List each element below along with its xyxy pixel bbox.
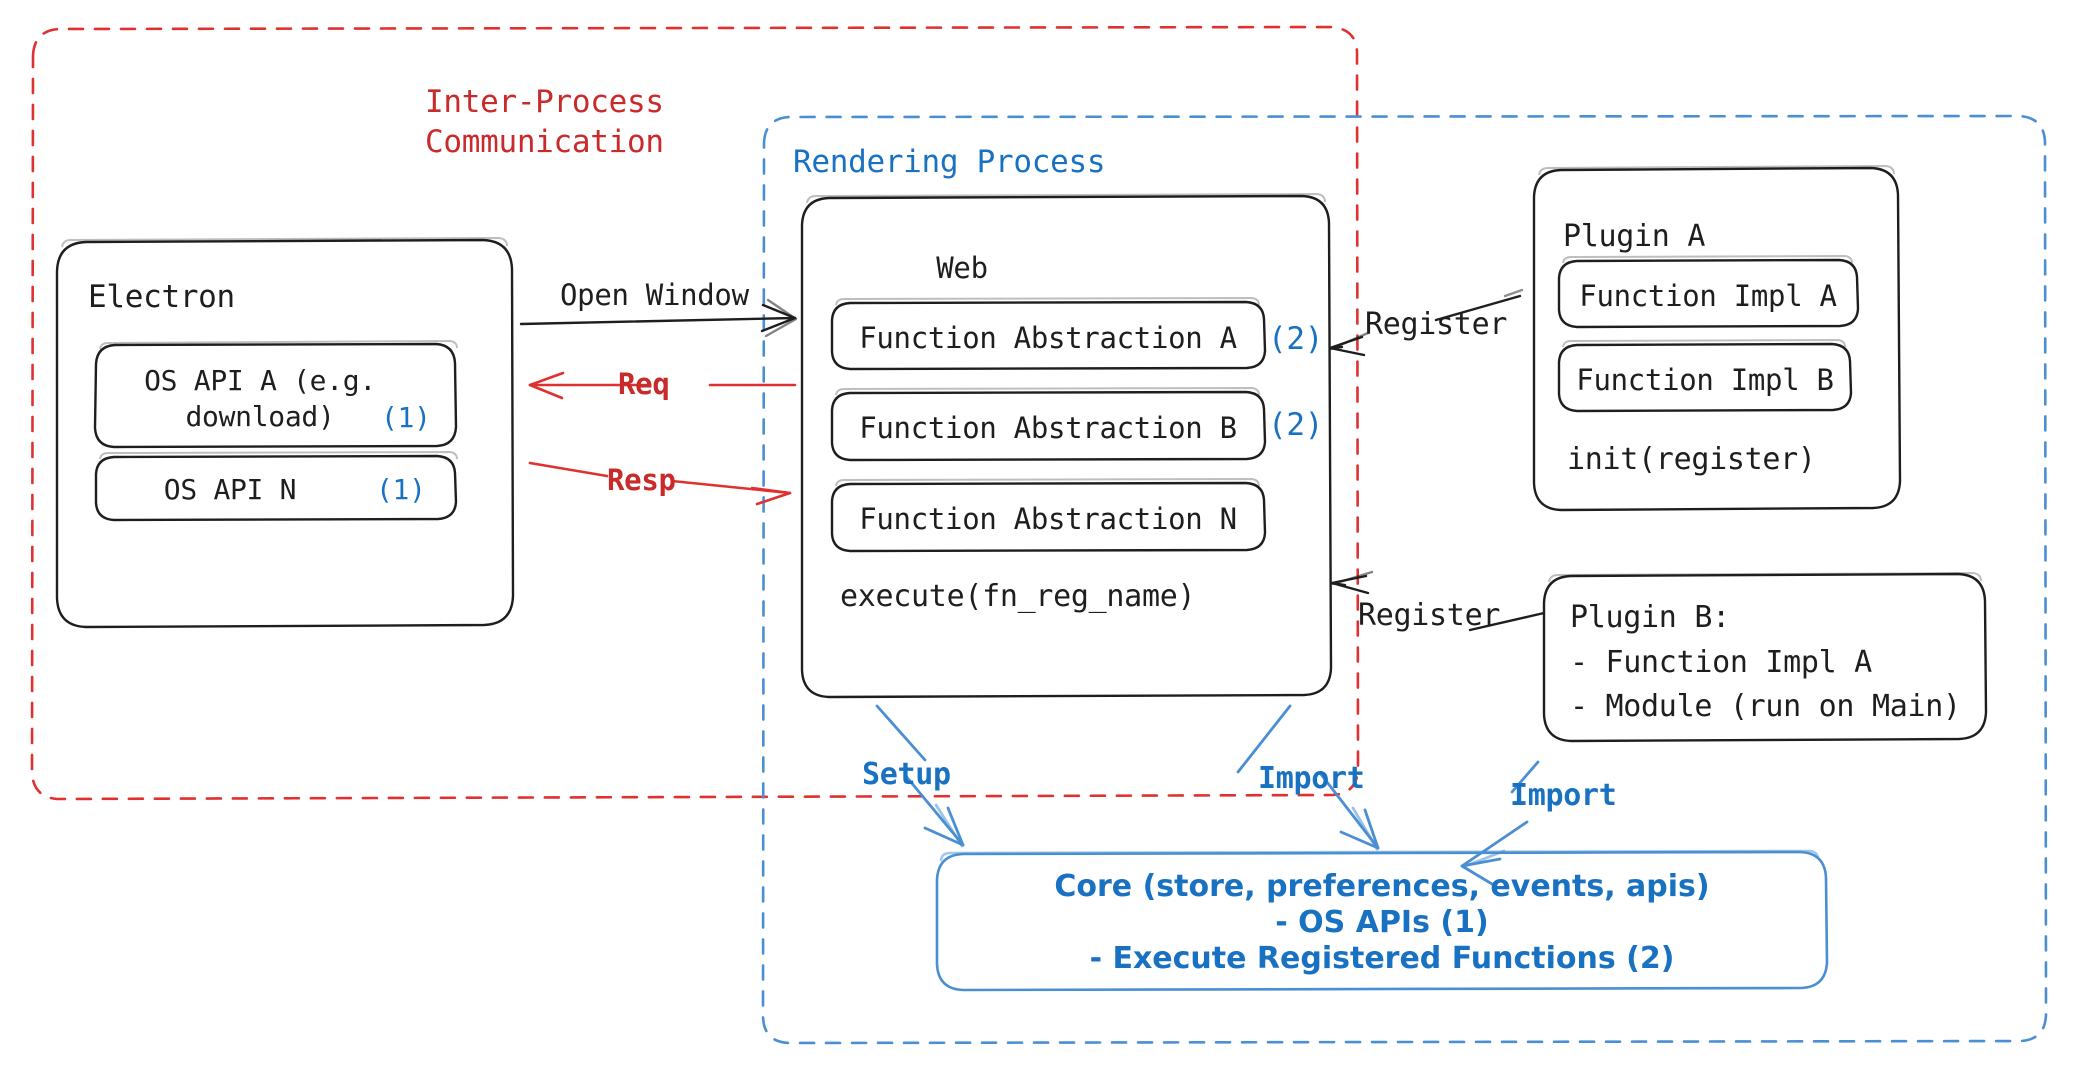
- function-impl-b-label: Function Impl B: [1576, 363, 1834, 397]
- plugin-a-box-outline: [1532, 164, 1902, 512]
- arrow-resp: [528, 461, 792, 506]
- function-abstraction-b-tag: (2): [1268, 407, 1324, 443]
- arrow-open-window: [519, 298, 798, 338]
- function-abstraction-a-label: Function Abstraction A: [859, 321, 1237, 355]
- web-title: Web: [936, 251, 988, 285]
- arrow-setup: [875, 704, 965, 848]
- ipc-label-line1: Inter-Process: [425, 84, 664, 120]
- rendering-process-container-outline: [761, 114, 2048, 1045]
- electron-box-outline: [55, 236, 515, 629]
- plugin-b-line-2: - Module (run on Main): [1570, 689, 1961, 724]
- function-abstraction-n-label: Function Abstraction N: [859, 502, 1237, 536]
- core-box-outline: [935, 849, 1829, 992]
- core-line-2: - OS APIs (1): [1275, 905, 1489, 940]
- edge-label-import-web: Import: [1258, 761, 1365, 796]
- web-execute-footer: execute(fn_reg_name): [840, 579, 1196, 614]
- electron-title: Electron: [88, 279, 235, 315]
- plugin-b-title: Plugin B:: [1570, 600, 1730, 635]
- edge-label-setup: Setup: [862, 757, 951, 792]
- edge-label-register-plugin-b: Register: [1358, 598, 1501, 633]
- arrow-import-plugin-b: [1460, 760, 1540, 886]
- ipc-container-outline: [30, 25, 1360, 801]
- edge-label-import-plugin-b: Import: [1510, 778, 1617, 813]
- os-api-n-label: OS API N: [163, 473, 297, 506]
- function-abstraction-a-tag: (2): [1268, 321, 1324, 357]
- edge-label-req: Req: [618, 367, 670, 401]
- arrow-import-web: [1236, 704, 1380, 851]
- arrow-register-plugin-a: [1328, 288, 1524, 357]
- core-line-1: Core (store, preferences, events, apis): [1054, 869, 1710, 904]
- plugin-b-line-1: - Function Impl A: [1570, 645, 1872, 680]
- edge-label-register-plugin-a: Register: [1365, 307, 1508, 342]
- plugin-b-box-outline: [1542, 571, 1988, 743]
- os-api-n-tag: (1): [376, 473, 426, 506]
- function-impl-a-label: Function Impl A: [1579, 279, 1837, 313]
- ipc-label-line2: Communication: [425, 123, 664, 160]
- core-line-3: - Execute Registered Functions (2): [1089, 941, 1675, 976]
- edge-label-resp: Resp: [607, 463, 676, 497]
- arrow-register-plugin-b: [1330, 570, 1546, 632]
- os-api-a-label: OS API A (e.g.download): [110, 363, 410, 435]
- web-box-outline: [800, 192, 1333, 699]
- arrow-req: [528, 371, 797, 400]
- os-api-a-line1: OS API A (e.g.: [144, 364, 376, 397]
- rendering-process-label: Rendering Process: [793, 144, 1106, 180]
- os-api-a-tag: (1): [381, 401, 431, 434]
- plugin-a-title: Plugin A: [1563, 219, 1706, 254]
- edge-label-open-window: Open Window: [560, 278, 749, 312]
- os-api-a-line2: download): [185, 399, 335, 433]
- plugin-a-init-footer: init(register): [1567, 442, 1816, 477]
- function-abstraction-b-label: Function Abstraction B: [859, 411, 1237, 445]
